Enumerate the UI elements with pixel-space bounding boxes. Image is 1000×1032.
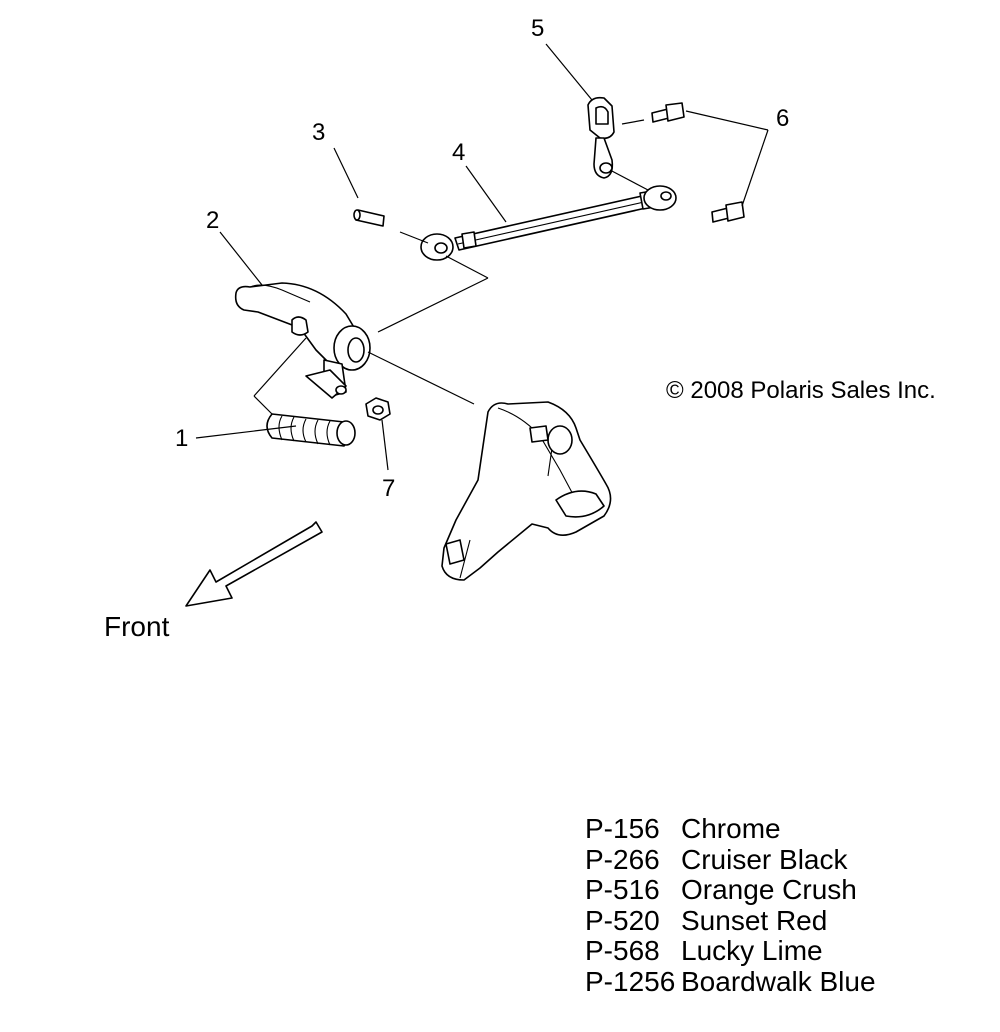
color-code: P-266 bbox=[585, 843, 660, 875]
leader-lines bbox=[195, 43, 769, 471]
color-option-row: P-568 Lucky Lime bbox=[585, 935, 985, 967]
callout-7: 7 bbox=[382, 475, 395, 502]
color-name: Lucky Lime bbox=[681, 935, 823, 966]
shift-linkage-arm-icon bbox=[587, 96, 615, 179]
color-option-row: P-266 Cruiser Black bbox=[585, 843, 985, 876]
front-direction-arrow-icon bbox=[185, 521, 323, 607]
color-option-row: P-520 Sunset Red bbox=[585, 904, 985, 937]
color-name: Cruiser Black bbox=[681, 843, 848, 875]
bolt-icon bbox=[651, 102, 745, 223]
color-name: Chrome bbox=[681, 813, 781, 844]
color-name: Sunset Red bbox=[681, 904, 828, 936]
callout-5: 5 bbox=[531, 15, 544, 42]
color-option-row: P-156 Chrome bbox=[585, 813, 985, 845]
color-code: P-516 bbox=[585, 874, 660, 905]
callout-6: 6 bbox=[776, 105, 789, 132]
shift-arm-icon bbox=[234, 282, 371, 399]
pin-icon bbox=[353, 209, 385, 227]
copyright-text: © 2008 Polaris Sales Inc. bbox=[666, 377, 936, 404]
shift-rod-icon bbox=[420, 185, 677, 261]
color-option-row: P-516 Orange Crush bbox=[585, 874, 985, 906]
color-name: Orange Crush bbox=[681, 874, 857, 905]
color-code: P-520 bbox=[585, 904, 660, 936]
footrest-bracket-icon bbox=[441, 401, 612, 581]
callout-3: 3 bbox=[312, 119, 325, 146]
shift-pedal-icon bbox=[266, 413, 356, 447]
callout-4: 4 bbox=[452, 139, 465, 166]
color-code: P-1256 bbox=[585, 965, 676, 997]
color-code: P-568 bbox=[585, 935, 660, 966]
callout-2: 2 bbox=[206, 207, 219, 234]
callout-1: 1 bbox=[175, 425, 188, 452]
nut-icon bbox=[365, 397, 391, 421]
color-code: P-156 bbox=[585, 813, 660, 844]
front-label: Front bbox=[104, 611, 170, 642]
color-name: Boardwalk Blue bbox=[681, 965, 876, 997]
